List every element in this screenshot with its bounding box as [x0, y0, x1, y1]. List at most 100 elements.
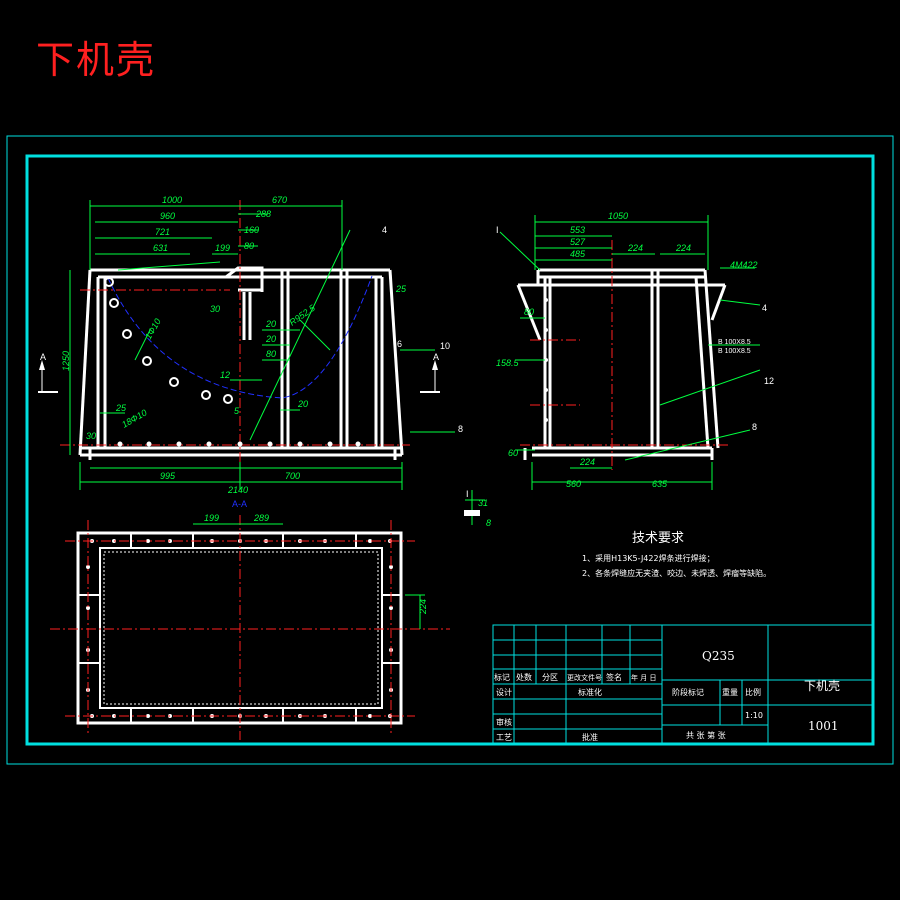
tech-req-heading: 技术要求: [632, 531, 684, 546]
dim-inner-30a: 30: [210, 304, 220, 314]
side-note-1: B 100X8.5: [718, 339, 751, 346]
side-note-2: B 100X8.5: [718, 348, 751, 355]
title-block: Q235 下机壳 1001 1:10 标记 处数 分区 更改文件号 签名 年 月…: [492, 624, 874, 745]
side-dim-635: 635: [652, 479, 668, 489]
side-center-lines: [520, 240, 730, 470]
side-view-outline: [516, 268, 727, 460]
plan-center-lines: [50, 515, 450, 740]
title-block-grid: [492, 624, 874, 745]
section-mark-right: A: [433, 352, 439, 362]
dim-631: 631: [153, 243, 168, 253]
side-dim-80: 80: [524, 307, 534, 317]
dim-inner-12: 12: [220, 370, 230, 380]
bottom-holes: [117, 441, 361, 447]
side-dim-560: 560: [566, 479, 581, 489]
tb-drawing-no: 1001: [808, 719, 839, 733]
dim-inner-25b: 25: [395, 284, 407, 294]
front-view: 1000 960 721 631 670 288 199 160 80 995 …: [38, 195, 463, 495]
dim-inner-20b: 20: [265, 334, 276, 344]
tb-standardize: 标准化: [578, 687, 602, 697]
plan-view: 199 289 224 A-A: [50, 499, 450, 740]
dim-960: 960: [160, 211, 175, 221]
section-arrow-right: [420, 360, 440, 393]
hole-spec-1: 1Ф10: [143, 317, 163, 341]
tb-stage-mark: 阶段标记: [672, 687, 704, 697]
dim-1000: 1000: [162, 195, 182, 205]
dim-160: 160: [244, 225, 259, 235]
detail-dim-2: 31: [478, 498, 488, 508]
tech-requirements: 技术要求 1、采用H13K5-J422焊条进行焊接； 2、各条焊缝应无夹渣、咬边…: [582, 531, 771, 578]
plan-view-label: A-A: [232, 499, 247, 509]
tb-part-name: 下机壳: [804, 679, 840, 693]
side-holes: [544, 298, 548, 422]
detail-label: I: [466, 489, 469, 499]
side-dim-60: 60: [508, 448, 518, 458]
side-section-label: I: [496, 225, 499, 235]
weld-mark-10: 10: [440, 341, 450, 351]
dim-700: 700: [285, 471, 300, 481]
dim-inner-25: 25: [115, 403, 127, 413]
dim-radius: R952.5: [287, 302, 317, 327]
dim-inner-20c: 20: [297, 399, 308, 409]
dim-inner-5: 5: [234, 406, 240, 416]
plan-dimension-lines: [193, 523, 425, 629]
arc-holes: [104, 277, 233, 404]
dim-80: 80: [244, 241, 254, 251]
tb-weight: 重量: [722, 687, 738, 697]
dim-height-1250: 1250: [61, 351, 71, 371]
tb-row-change: 更改文件号: [567, 673, 602, 682]
plan-dim-199: 199: [204, 513, 219, 523]
dim-995: 995: [160, 471, 176, 481]
drawing-title: 下机壳: [36, 38, 157, 82]
outer-frame: [6, 135, 894, 765]
side-dim-527: 527: [570, 237, 586, 247]
plan-dim-224: 224: [418, 599, 428, 615]
weld-mark-8: 8: [458, 424, 463, 434]
side-weld-12: 12: [764, 376, 774, 386]
tb-row-count: 处数: [516, 672, 532, 682]
tb-check: 审核: [496, 717, 512, 727]
tb-approve: 批准: [582, 732, 598, 742]
section-mark-left: A: [40, 352, 46, 362]
tb-material: Q235: [702, 649, 735, 663]
rotation-arc: [107, 275, 373, 399]
detail-dim: 8: [486, 518, 491, 528]
side-dim-553: 553: [570, 225, 585, 235]
side-dim-485: 485: [570, 249, 586, 259]
section-arrow-left: [38, 360, 58, 393]
side-note-top: 4M422: [730, 260, 758, 270]
dim-inner-80: 80: [266, 349, 276, 359]
side-view: 1050 553 527 485 224 224 224 560 635 80 …: [496, 211, 774, 490]
inner-frame: [25, 154, 875, 746]
front-dimension-lines: [69, 200, 455, 490]
side-dim-224a: 224: [627, 243, 643, 253]
side-dim-158: 158.5: [496, 358, 520, 368]
tech-req-item-2: 2、各条焊缝应无夹渣、咬边、未焊透、焊瘤等缺陷。: [582, 568, 771, 578]
side-weld-4: 4: [762, 303, 767, 313]
dim-721: 721: [155, 227, 170, 237]
dim-inner-30b: 30: [86, 431, 96, 441]
dim-670: 670: [272, 195, 287, 205]
tb-row-mark: 标记: [494, 672, 510, 682]
front-center-lines: [60, 200, 410, 470]
weld-mark-6: 6: [397, 339, 402, 349]
tb-process: 工艺: [496, 733, 512, 742]
tb-row-date: 年 月 日: [631, 673, 656, 682]
tb-sheets: 共 张 第 张: [686, 730, 726, 740]
detail-view: I 31 8: [464, 489, 491, 528]
tb-row-sign: 签名: [606, 672, 622, 682]
side-dim-1050: 1050: [608, 211, 628, 221]
front-view-outline: [78, 266, 404, 460]
dim-inner-20a: 20: [265, 319, 276, 329]
tb-scale: 1:10: [745, 711, 763, 720]
dim-288: 288: [255, 209, 271, 219]
side-dim-224b: 224: [675, 243, 691, 253]
weld-mark-4: 4: [382, 225, 387, 235]
dim-199: 199: [215, 243, 230, 253]
plan-dim-289: 289: [253, 513, 269, 523]
dim-2140: 2140: [227, 485, 248, 495]
tb-design: 设计: [496, 687, 512, 697]
tb-row-zone: 分区: [542, 673, 558, 682]
side-dimension-lines: [499, 215, 761, 490]
